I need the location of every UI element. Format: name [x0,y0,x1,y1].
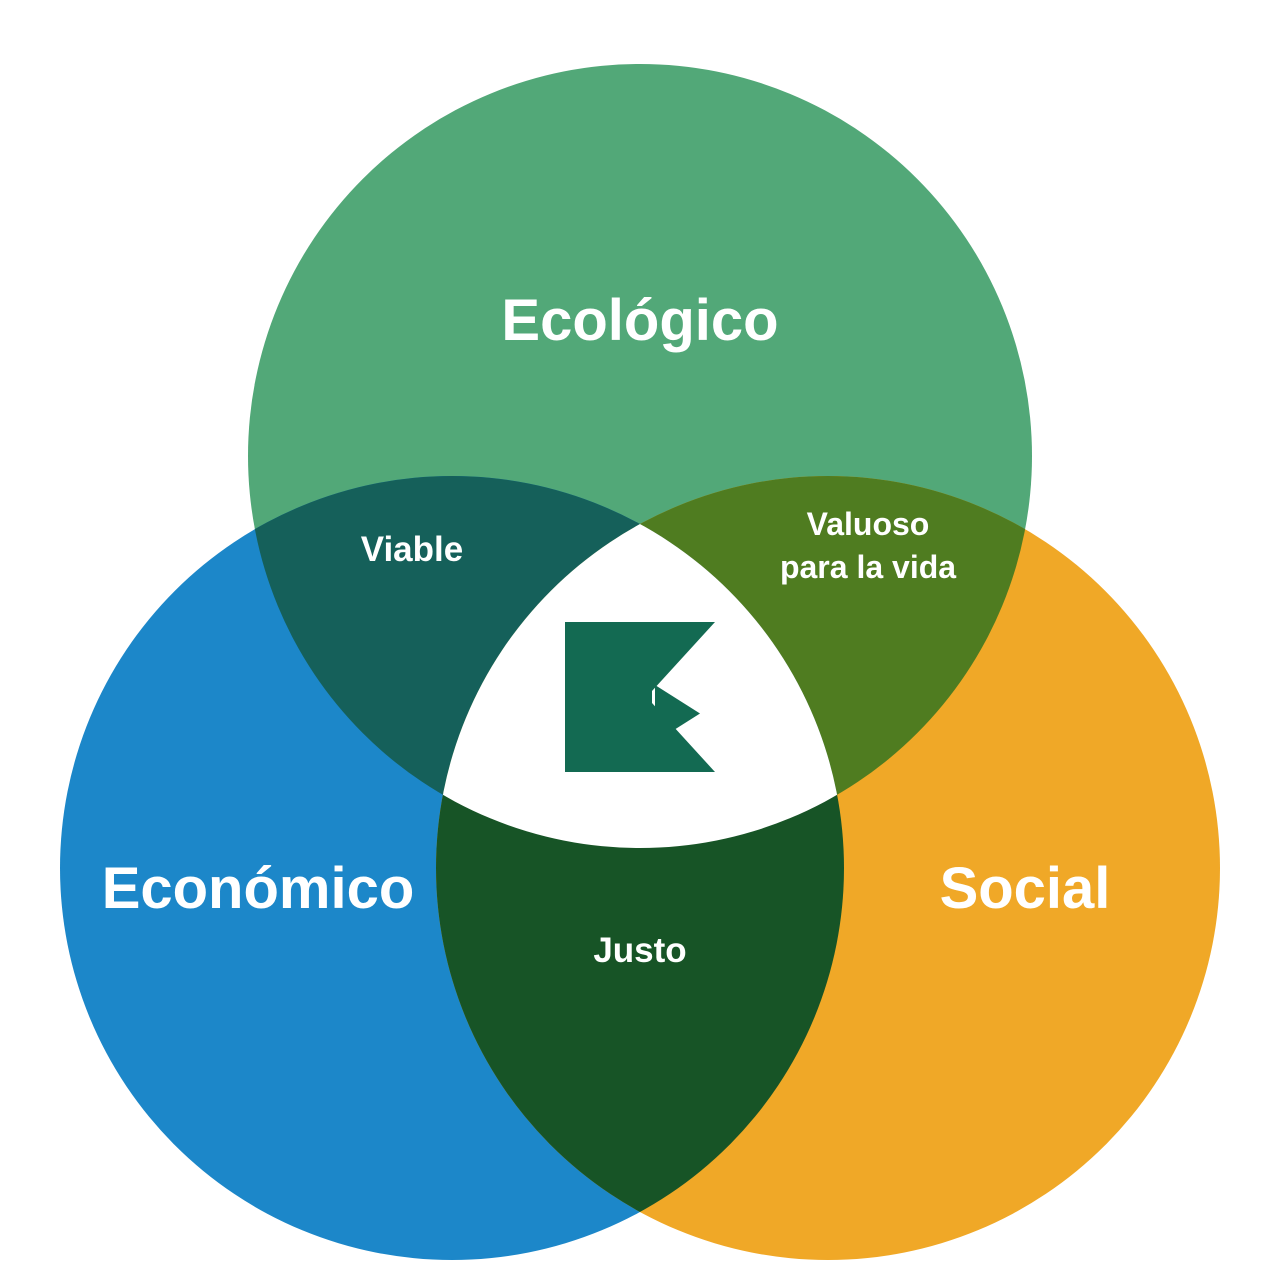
label-valuoso-line1: Valuoso [807,506,930,542]
label-social: Social [940,856,1111,921]
logo-top-triangle [652,622,715,691]
label-ecologico: Ecológico [501,288,778,353]
label-viable: Viable [361,530,463,569]
logo-bottom-triangle [652,703,715,772]
green-square-triangles-logo [565,622,715,772]
logo-left-bar [565,622,652,772]
label-valuoso-line2: para la vida [780,549,956,585]
label-justo: Justo [593,931,686,970]
label-economico: Económico [102,856,415,921]
